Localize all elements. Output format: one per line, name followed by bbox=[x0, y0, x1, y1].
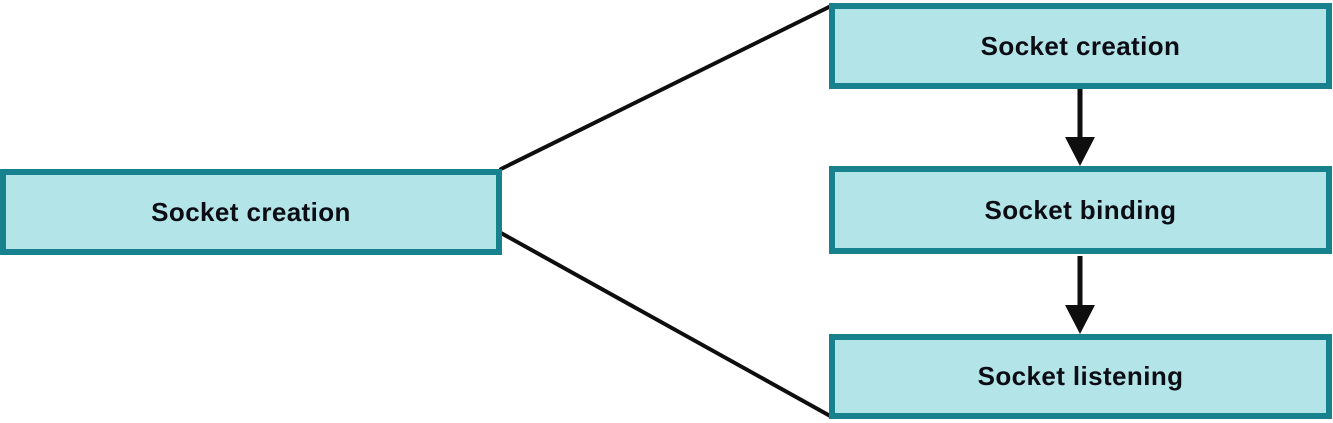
node-socket-creation-right-label: Socket creation bbox=[980, 30, 1181, 61]
connector-left-to-bottom-line bbox=[499, 231, 834, 419]
node-socket-creation-right: Socket creation bbox=[829, 3, 1332, 89]
node-socket-binding-label: Socket binding bbox=[984, 194, 1177, 225]
node-socket-listening-label: Socket listening bbox=[977, 361, 1184, 391]
connector-left-to-top-line bbox=[499, 3, 835, 171]
node-socket-creation-left-label: Socket creation bbox=[151, 196, 351, 227]
node-socket-listening: Socket listening bbox=[829, 334, 1332, 419]
arrow-binding-to-listening-head bbox=[1065, 305, 1095, 334]
node-socket-creation-left: Socket creation bbox=[0, 169, 502, 255]
node-socket-binding: Socket binding bbox=[829, 166, 1332, 254]
arrow-creation-to-binding-head bbox=[1065, 137, 1095, 166]
